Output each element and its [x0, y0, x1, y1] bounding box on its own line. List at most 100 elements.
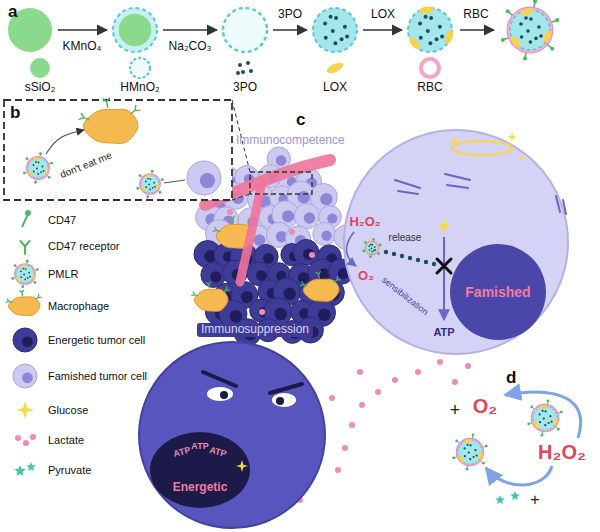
molecule-label: H₂O₂ [538, 441, 586, 464]
macrophage [83, 109, 138, 143]
nanoparticle [369, 255, 372, 258]
nanoparticle [20, 264, 26, 268]
nanoparticle [476, 455, 478, 457]
famished-tumor-cell [276, 155, 286, 165]
famished-tumor-cell [254, 234, 266, 246]
lactate [349, 422, 355, 428]
nanoparticle [468, 452, 470, 454]
nanoparticle [438, 25, 442, 29]
legend-label: Energetic tumor cell [48, 334, 145, 347]
reagent-label: KMnO₄ [63, 40, 102, 54]
energetic-cell-art [150, 432, 250, 508]
famished-cell-art [507, 132, 517, 142]
energetic-tumor-cell [13, 328, 37, 352]
lactate [359, 402, 365, 408]
nanoparticle [140, 174, 161, 195]
famished-cell-art [408, 256, 412, 260]
nanoparticle [20, 270, 22, 272]
nanoparticle [113, 8, 157, 52]
famished-tumor-cell [13, 364, 37, 388]
nanoparticle [524, 16, 528, 20]
nanoparticle [369, 241, 373, 244]
panel-d-reaction [505, 392, 581, 438]
famished-cell-art [395, 180, 420, 188]
famished-tumor-cell [294, 203, 319, 228]
legend-label: RBC [417, 81, 442, 95]
nanoparticle [482, 462, 485, 465]
legend-label: PMLR [48, 268, 79, 281]
nanoparticle [145, 174, 151, 178]
nanoparticle [547, 399, 550, 402]
legend-label: Lactate [48, 434, 84, 447]
nanoparticle [159, 191, 162, 194]
macrophage [79, 113, 90, 122]
nanoparticle [34, 281, 37, 284]
nanoparticle [141, 175, 159, 193]
legend-icons [325, 61, 345, 76]
energetic-cell-art [270, 384, 302, 393]
nanoparticle [419, 5, 434, 14]
nanoparticle [429, 16, 433, 20]
nanoparticle [223, 8, 267, 52]
nanoparticle [24, 279, 26, 281]
nanoparticle [551, 421, 553, 423]
legend-label: Famished tumor cell [48, 370, 147, 383]
nanoparticle [539, 421, 541, 423]
nanoparticle [426, 29, 430, 33]
lactate [342, 445, 348, 451]
nanoparticle [155, 184, 160, 190]
famished-cell-art [518, 154, 526, 162]
nanoparticle [519, 22, 523, 26]
legend-icons [30, 58, 439, 78]
nanoparticle [27, 277, 29, 279]
lactate [437, 359, 443, 365]
nanoparticle [370, 244, 372, 246]
famished-cell-art [346, 232, 356, 266]
macrophage [8, 297, 40, 316]
nanoparticle [113, 8, 157, 52]
famished-tumor-cell [320, 193, 332, 205]
nanoparticle [136, 170, 163, 199]
nanoparticle [146, 195, 149, 198]
nanoparticle [555, 18, 559, 22]
nanoparticle [30, 274, 35, 280]
lactate [289, 229, 295, 235]
molecule-label: ATP [191, 441, 208, 451]
famished-cell-art [443, 237, 445, 320]
nanoparticle [520, 35, 524, 39]
nanoparticle [533, 406, 557, 430]
nanoparticle [371, 244, 373, 246]
nanoparticle [362, 250, 365, 253]
nanoparticle [150, 178, 152, 180]
nanoparticle [557, 428, 560, 431]
nanoparticle [455, 439, 458, 442]
legend-icons [238, 63, 242, 67]
nanoparticle [366, 242, 378, 254]
nanoparticle [545, 410, 547, 412]
famished-cell-art [344, 130, 568, 354]
legend-icons [25, 210, 31, 216]
nanoparticle [16, 265, 34, 283]
nanoparticle [37, 173, 39, 175]
molecule-label: O₂ [473, 395, 497, 418]
legend-icons [20, 241, 29, 254]
nanoparticle [42, 166, 44, 168]
macrophage [333, 277, 340, 284]
legend-label: Glucose [48, 404, 88, 417]
nanoparticle [466, 468, 469, 471]
famished-cell-art [450, 244, 546, 340]
nanoparticle [14, 264, 17, 267]
macrophage [79, 98, 140, 144]
nanoparticle [470, 444, 472, 446]
legend-icons [236, 71, 240, 75]
nanoparticle [510, 10, 550, 50]
nanoparticle [33, 171, 35, 173]
macrophage [129, 105, 140, 116]
macrophage [301, 282, 308, 288]
legend-label: HMnO₂ [120, 81, 159, 95]
lactate [309, 252, 315, 258]
nanoparticle [418, 21, 422, 25]
legend-label: Macrophage [48, 300, 109, 313]
famished-cell-art [436, 218, 452, 234]
nanoparticle [340, 37, 344, 41]
